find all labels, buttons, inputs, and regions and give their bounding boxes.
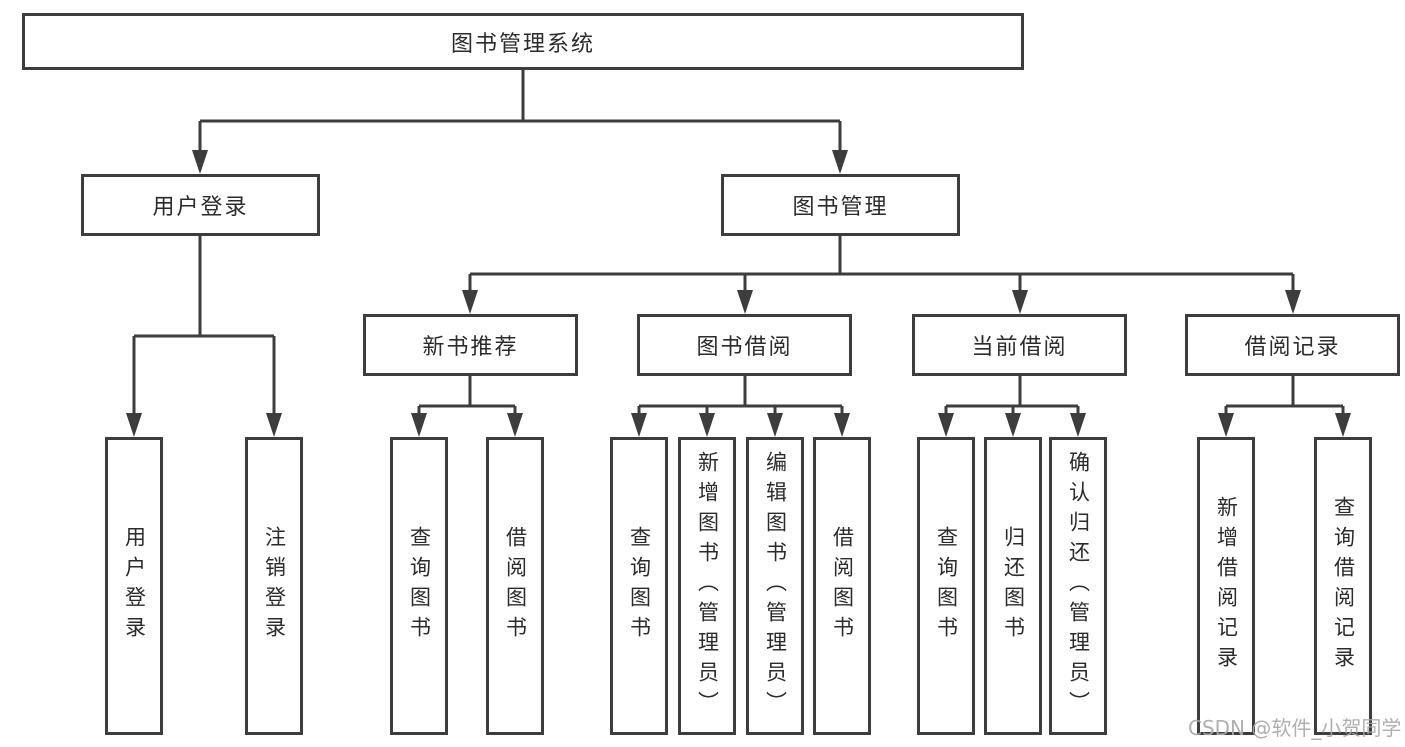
node-book-borrowing: 图书借阅 — [637, 314, 852, 376]
leaf-add-books-admin: 新增图书（管理员） — [678, 437, 736, 735]
leaf-edit-books-admin: 编辑图书（管理员） — [746, 437, 804, 735]
leaf-logout: 注销登录 — [245, 437, 303, 735]
node-current-borrowing: 当前借阅 — [912, 314, 1127, 376]
leaf-return-books: 归还图书 — [984, 437, 1042, 735]
node-user-login: 用户登录 — [81, 174, 320, 236]
leaf-borrow-books-recommend: 借阅图书 — [486, 437, 544, 735]
leaf-borrow-books: 借阅图书 — [813, 437, 871, 735]
csdn-watermark: CSDN @软件_小贺同学 — [1188, 716, 1402, 740]
node-root-library-system: 图书管理系统 — [22, 13, 1024, 70]
leaf-query-books-current: 查询图书 — [917, 437, 975, 735]
node-book-management: 图书管理 — [721, 174, 960, 236]
leaf-query-books-borrowing: 查询图书 — [610, 437, 668, 735]
leaf-add-borrow-record: 新增借阅记录 — [1197, 437, 1255, 735]
node-borrow-records: 借阅记录 — [1185, 314, 1400, 376]
leaf-confirm-return-admin: 确认归还（管理员） — [1049, 437, 1107, 735]
leaf-query-borrow-record: 查询借阅记录 — [1314, 437, 1372, 735]
leaf-query-books-recommend: 查询图书 — [390, 437, 448, 735]
node-new-book-recommend: 新书推荐 — [363, 314, 578, 376]
leaf-user-login: 用户登录 — [105, 437, 163, 735]
